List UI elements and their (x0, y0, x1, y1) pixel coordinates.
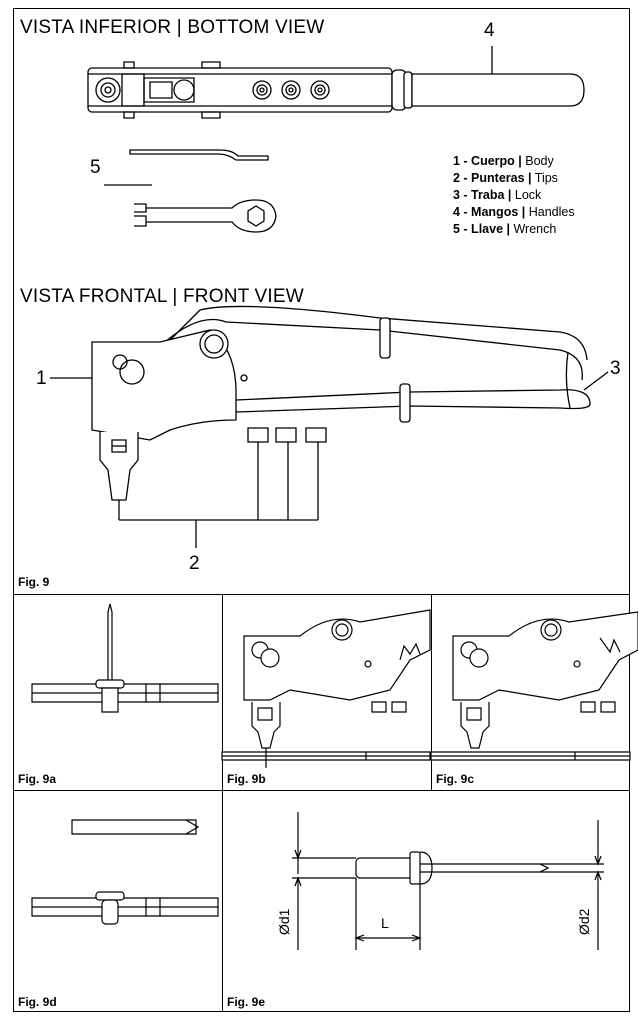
fig9e-label: Fig. 9e (227, 995, 266, 1009)
divider-lower (13, 790, 630, 791)
front-view-title-en: FRONT VIEW (182, 286, 304, 307)
dimension-d2-label: Ød2 (576, 908, 592, 935)
legend-item: 1 - Cuerpo | Body (453, 154, 554, 168)
bottom-view-title: VISTA INFERIOR | BOTTOM VIEW (20, 17, 324, 39)
bottom-view-drawing (0, 0, 638, 300)
divider-col-a (222, 594, 223, 1012)
callout-handles: 4 (484, 20, 495, 41)
legend-item: 2 - Punteras | Tips (453, 171, 558, 185)
fig9c-label: Fig. 9c (436, 772, 475, 786)
divider-col-b (431, 594, 432, 790)
legend-item: 3 - Traba | Lock (453, 188, 542, 202)
callout-tips: 2 (189, 553, 200, 574)
legend-item: 5 - Llave | Wrench (453, 222, 557, 236)
fig9b-label: Fig. 9b (227, 772, 266, 786)
callout-lock: 3 (610, 358, 621, 379)
dimension-d1-label: Ød1 (276, 908, 292, 935)
dimension-length-label: L (381, 915, 389, 931)
fig9-label: Fig. 9 (18, 575, 50, 589)
page-frame (13, 8, 630, 1012)
callout-body: 1 (36, 368, 47, 389)
fig9d-label: Fig. 9d (18, 995, 57, 1009)
parts-legend: 1 - Cuerpo | Body 2 - Punteras | Tips 3 … (453, 153, 575, 238)
legend-item: 4 - Mangos | Handles (453, 205, 575, 219)
divider-main (13, 594, 630, 595)
front-view-drawing (0, 0, 638, 590)
bottom-view-title-en: BOTTOM VIEW (187, 17, 325, 38)
bottom-view-title-es: VISTA INFERIOR | (20, 17, 182, 38)
callout-wrench: 5 (90, 157, 101, 178)
front-view-title: VISTA FRONTAL | FRONT VIEW (20, 286, 304, 308)
fig9a-label: Fig. 9a (18, 772, 57, 786)
front-view-title-es: VISTA FRONTAL | (20, 286, 178, 307)
